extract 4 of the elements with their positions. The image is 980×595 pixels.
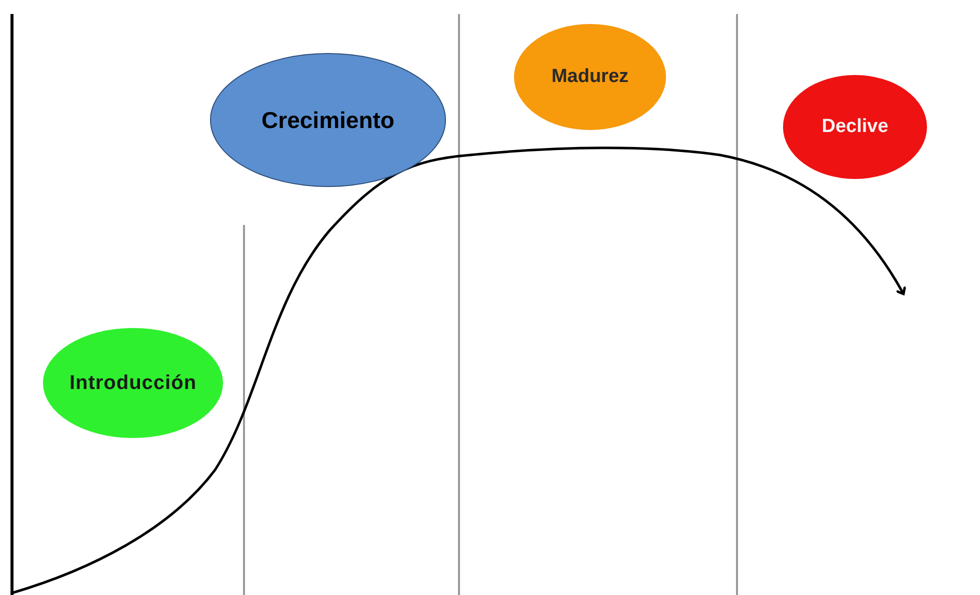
- stage-label: Crecimiento: [262, 106, 394, 135]
- stage-label: Introducción: [69, 371, 197, 396]
- stage-label: Declive: [822, 114, 888, 139]
- stage-label: Madurez: [551, 64, 629, 89]
